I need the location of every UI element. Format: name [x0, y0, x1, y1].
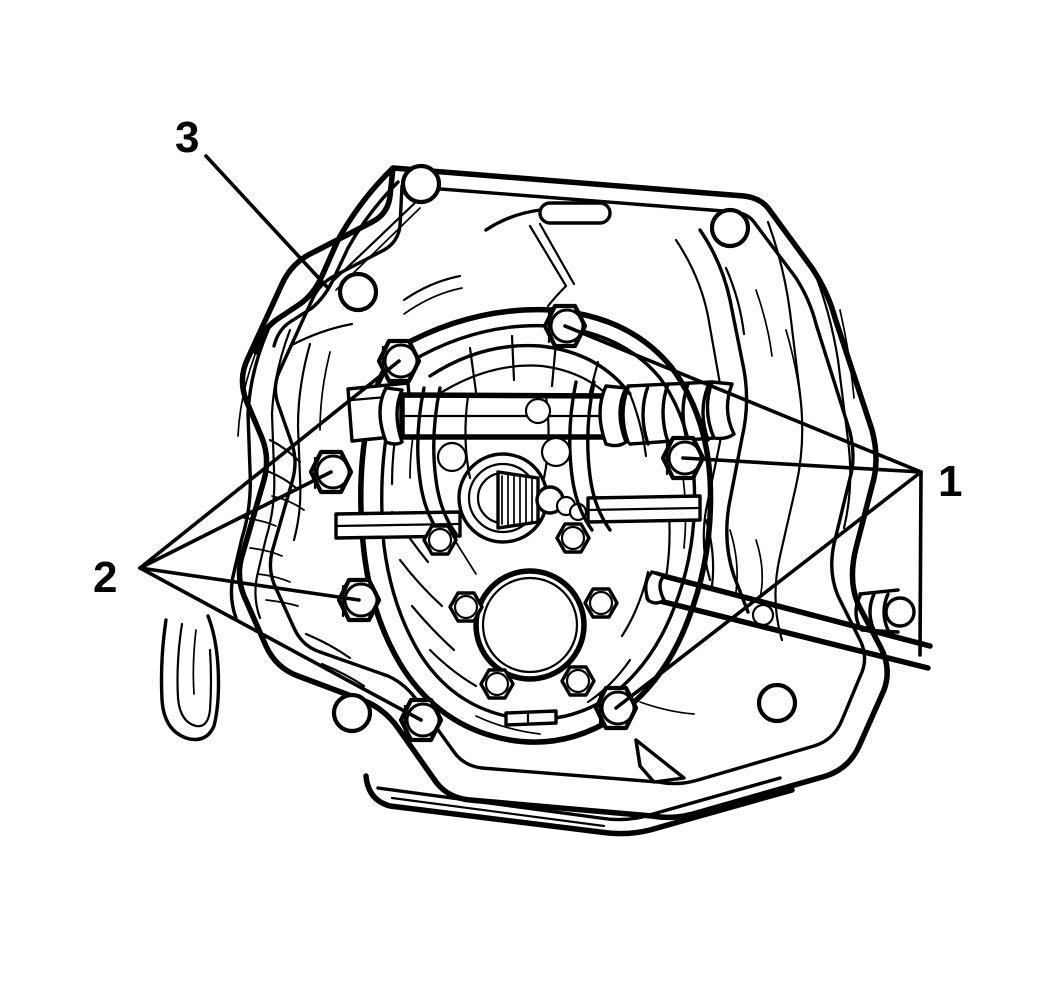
case-flange-ear-upper-left — [253, 165, 421, 355]
hex-bolt-group — [308, 303, 706, 743]
callout-label-3: 3 — [175, 113, 199, 162]
hex-bolt — [660, 435, 706, 481]
mounting-hole-group — [331, 163, 798, 734]
cover-bolt — [555, 522, 591, 554]
case-interior-detail — [243, 266, 801, 735]
cover-plate-tab — [504, 709, 558, 727]
control-shaft-assembly — [346, 380, 736, 448]
mounting-hole — [331, 692, 373, 734]
shift-rail-rod — [644, 570, 933, 671]
mounting-hole — [337, 271, 379, 313]
shift-fork-linkage — [416, 380, 612, 536]
case-vent-slot — [484, 201, 612, 308]
splined-output-shaft — [457, 452, 588, 544]
leader-lines-callout-3 — [204, 154, 330, 290]
cover-bolt — [448, 591, 484, 623]
case-locator-arrow — [634, 738, 686, 784]
rod-threaded-tip — [854, 588, 916, 634]
mounting-hole — [709, 207, 751, 249]
case-right-body-ribs — [674, 220, 855, 642]
differential-center-bore — [473, 568, 587, 682]
cover-bolt-circle — [422, 522, 619, 700]
mounting-hole — [756, 682, 798, 724]
leader-lines-callout-1 — [563, 324, 923, 710]
cover-bolt — [422, 524, 458, 556]
callout-label-1: 1 — [938, 457, 962, 506]
case-left-body-ribs — [229, 328, 331, 620]
cover-bolt — [560, 665, 596, 697]
cover-bolt — [479, 668, 515, 700]
callout-leader-lines — [138, 154, 923, 722]
cover-bolt — [583, 587, 619, 619]
leader-lines-callout-2 — [138, 359, 423, 722]
spline-teeth — [501, 474, 533, 526]
mounting-hole — [400, 163, 442, 205]
case-bracket-hook — [159, 614, 221, 742]
case-bottom-pan — [363, 773, 795, 837]
callout-label-2: 2 — [93, 553, 117, 602]
cover-pins — [436, 397, 775, 627]
